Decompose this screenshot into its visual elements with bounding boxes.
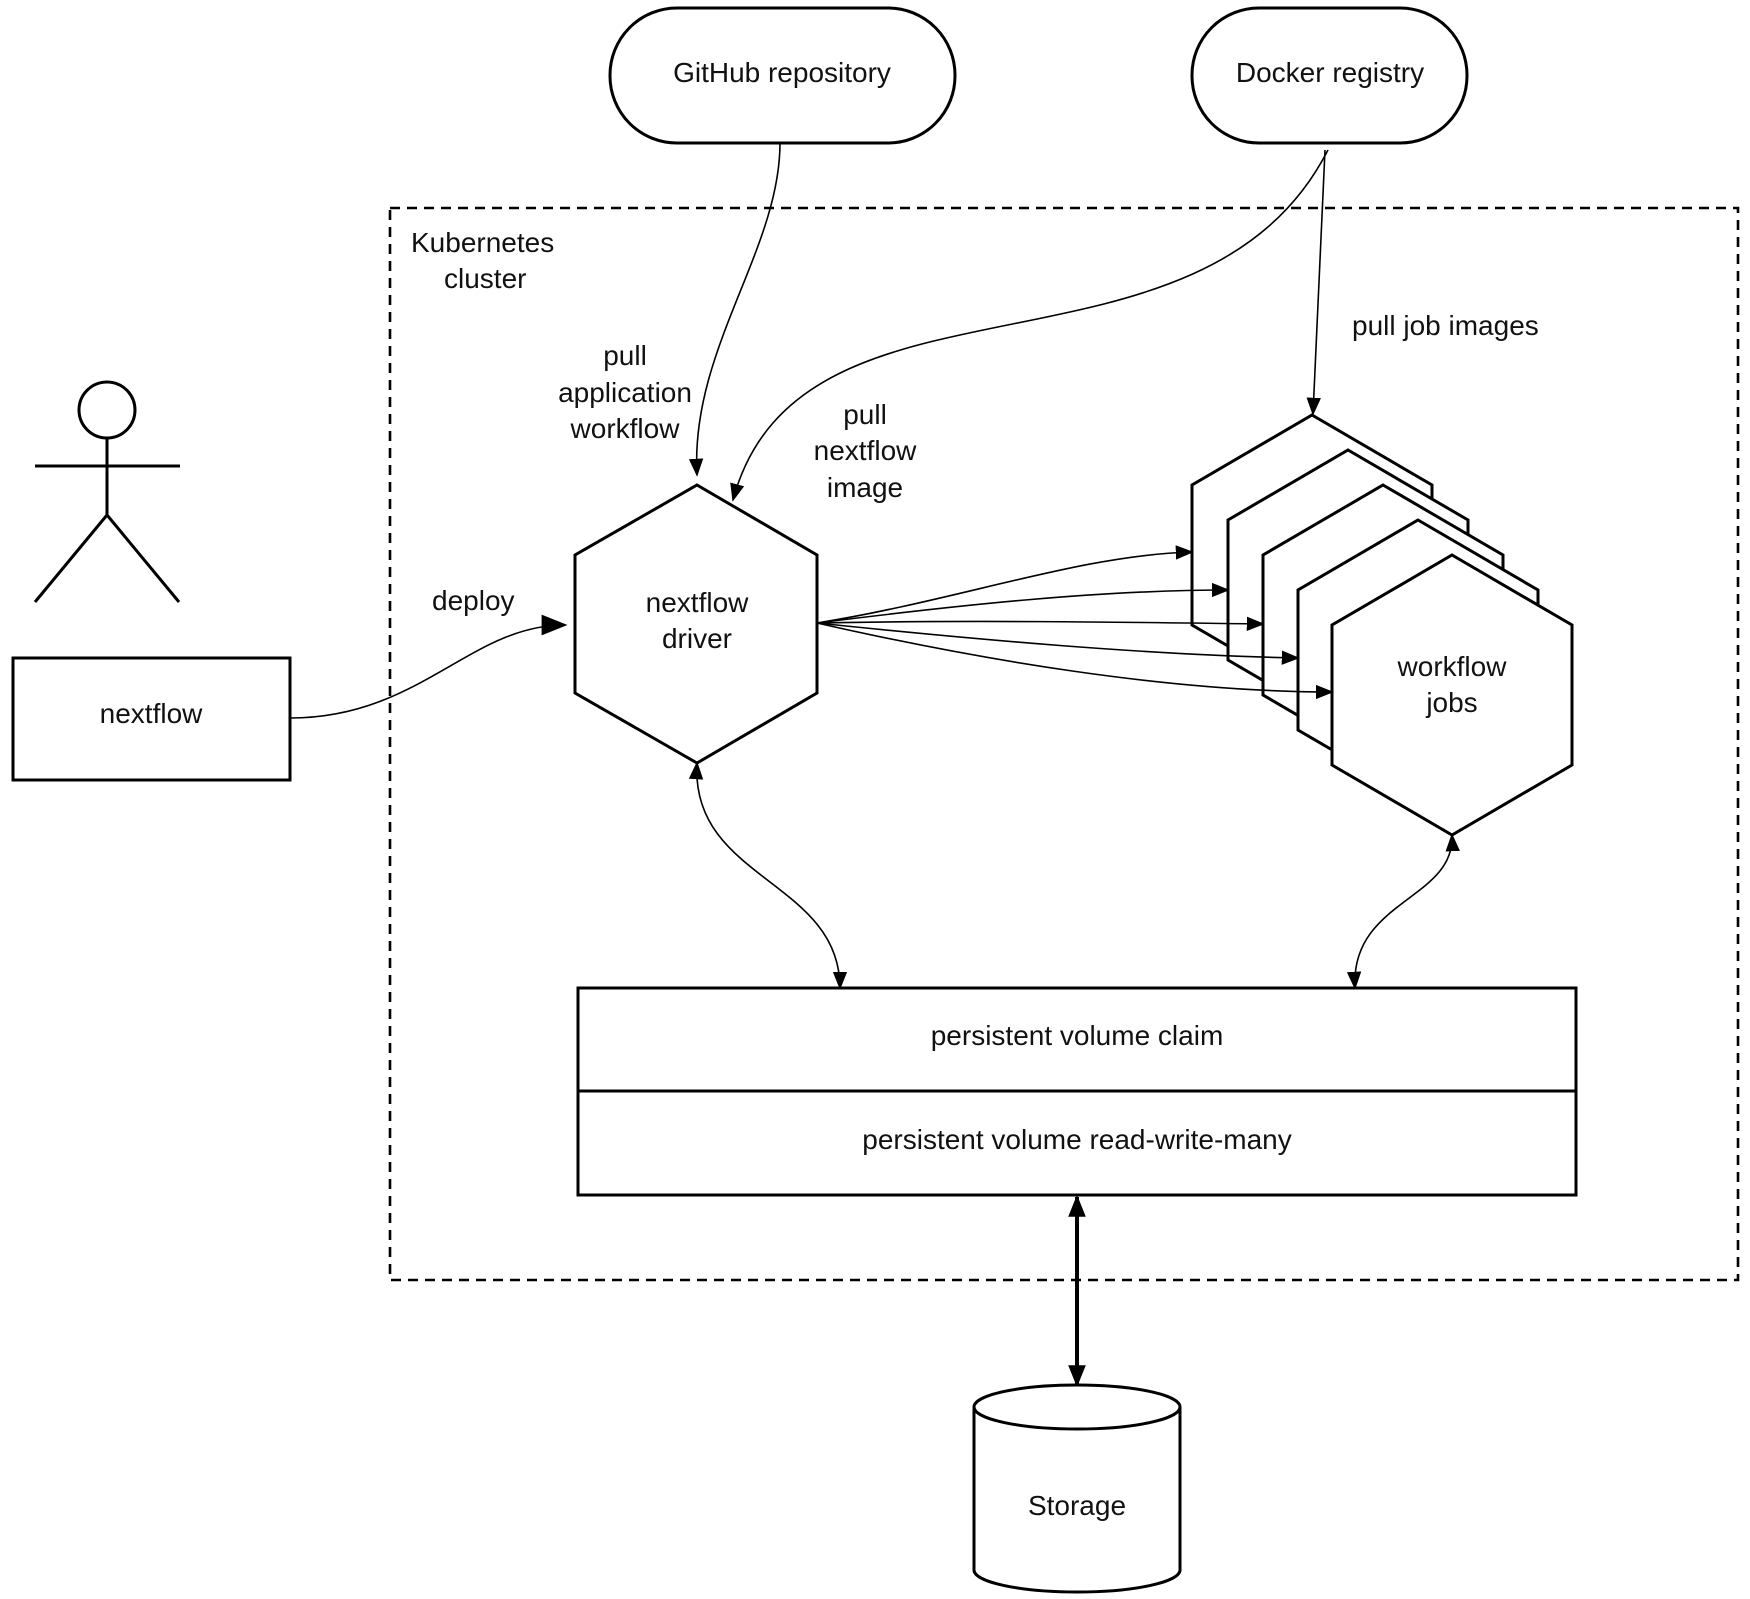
deploy-arrow <box>289 614 568 719</box>
pull-jobs-arrow <box>1306 149 1326 416</box>
github-repository-node: GitHub repository <box>608 6 957 145</box>
pull-jobs-label: pull job images <box>1352 310 1539 341</box>
driver-label-line1: nextflow <box>646 587 749 618</box>
nextflow-client-label: nextflow <box>100 698 203 729</box>
pvc-label: persistent volume claim <box>931 1020 1224 1051</box>
pull-workflow-arrow <box>688 142 781 477</box>
driver-to-jobs-arrows <box>816 545 1334 700</box>
pull-workflow-label-line1: pull <box>603 340 647 371</box>
stick-figure-user-icon <box>33 380 181 603</box>
kubernetes-cluster-boundary <box>388 206 1740 1282</box>
driver-volume-arrow <box>688 761 848 990</box>
cluster-label-line1: Kubernetes <box>411 227 554 258</box>
workflow-jobs-label-line1: workflow <box>1397 651 1508 682</box>
pvc-box <box>576 986 1578 1093</box>
pull-image-arrow <box>730 149 1329 502</box>
github-repository-label: GitHub repository <box>673 57 891 88</box>
pull-image-label-line2: nextflow <box>814 435 917 466</box>
storage-cylinder-icon: Storage <box>972 1383 1182 1594</box>
workflow-jobs-stack: workflow jobs <box>1190 413 1574 837</box>
pv-box <box>576 1089 1578 1197</box>
driver-label-line2: driver <box>662 623 732 654</box>
workflow-jobs-label-line2: jobs <box>1425 687 1477 718</box>
nextflow-client-node: nextflow <box>11 656 292 782</box>
jobs-volume-arrow <box>1346 833 1460 990</box>
docker-registry-node: Docker registry <box>1190 6 1469 145</box>
nextflow-driver-node: nextflow driver <box>573 483 819 765</box>
pv-label: persistent volume read-write-many <box>862 1124 1292 1155</box>
cluster-label-line2: cluster <box>444 263 526 294</box>
deploy-label: deploy <box>432 585 515 616</box>
pull-workflow-label-line2: application <box>558 377 692 408</box>
docker-registry-label: Docker registry <box>1236 57 1424 88</box>
pull-image-label-line3: image <box>827 472 903 503</box>
persistent-volume-stack: persistent volume claim persistent volum… <box>576 986 1578 1197</box>
storage-label: Storage <box>1028 1490 1126 1521</box>
pull-workflow-label-line3: workflow <box>570 413 681 444</box>
pull-image-label-line1: pull <box>843 399 887 430</box>
